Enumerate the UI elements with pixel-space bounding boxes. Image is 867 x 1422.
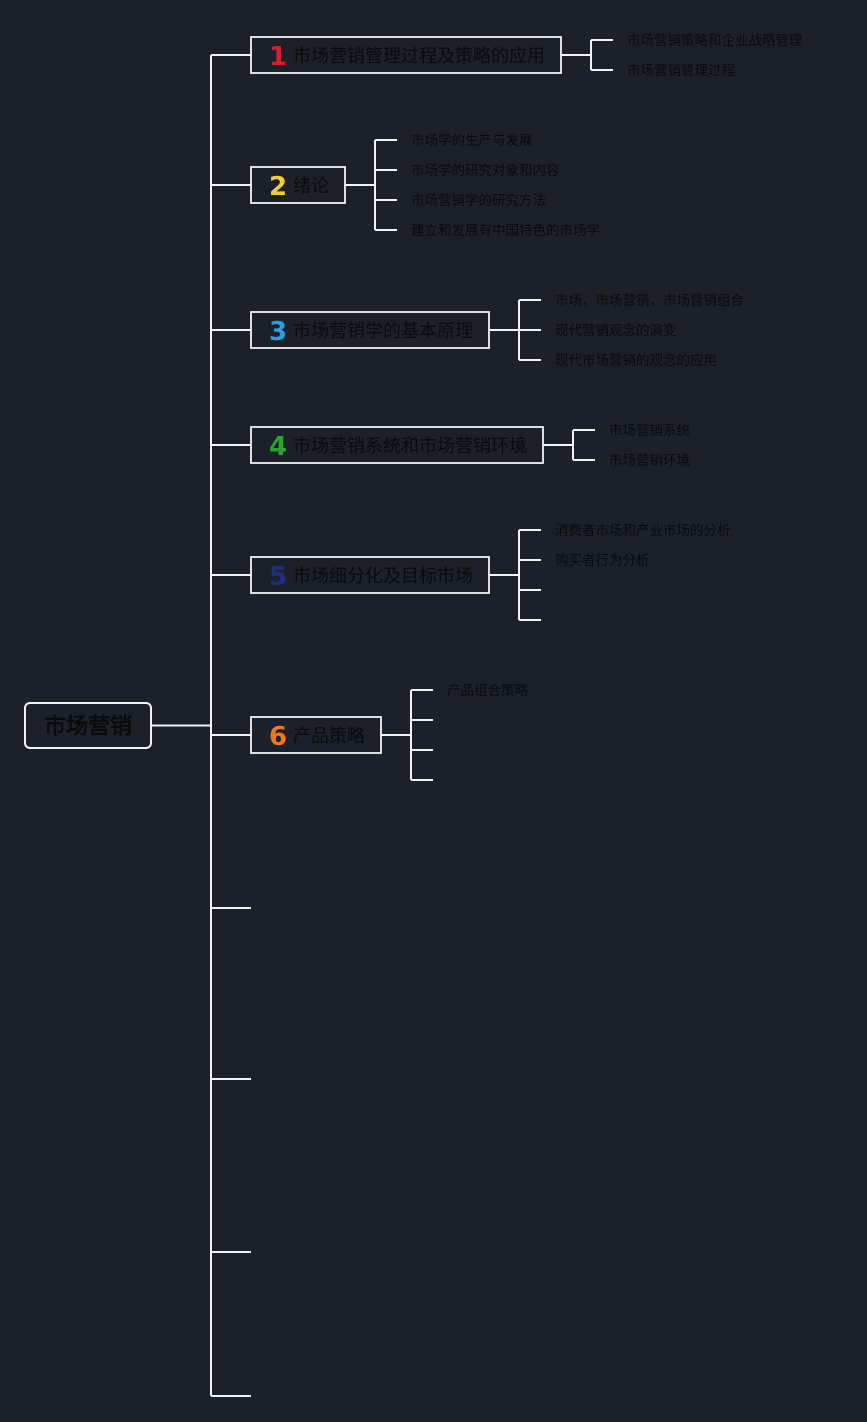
branch-node-1[interactable]: 1 市场营销管理过程及策略的应用 — [250, 36, 562, 74]
branch-label: 产品策略 — [293, 726, 365, 747]
branch-box — [250, 716, 382, 754]
leaf-label[interactable]: 市场学的研究对象和内容 — [411, 162, 560, 179]
branch-number-icon: 3 — [269, 317, 287, 347]
root-node-box — [24, 702, 152, 749]
leaf-label[interactable]: 市场，市场营销，市场营销组合 — [555, 292, 744, 309]
root-node[interactable]: 市场营销 — [24, 702, 152, 749]
root-label: 市场营销 — [44, 714, 132, 740]
nodes: 市场营销 1 市场营销管理过程及策略的应用 市场营销策略和企业战略管理市场营销管理过程… — [24, 32, 803, 754]
branch-box — [250, 311, 490, 349]
branch-node-4[interactable]: 4 市场营销系统和市场营销环境 — [250, 426, 544, 464]
branch-box — [250, 556, 490, 594]
branch-label: 市场营销系统和市场营销环境 — [293, 436, 527, 457]
branch-label: 市场细分化及目标市场 — [293, 566, 473, 587]
leaf-label[interactable]: 市场营销策略和企业战略管理 — [627, 32, 803, 49]
leaf-label[interactable]: 市场营销系统 — [609, 422, 690, 439]
leaf-label[interactable]: 市场营销学的研究方法 — [411, 192, 546, 209]
branch-number-icon: 1 — [269, 42, 287, 72]
leaf-label[interactable]: 市场学的生产与发展 — [411, 132, 533, 149]
leaf-label[interactable]: 现代市场营销的观念的应用 — [555, 352, 717, 369]
branch-node-5[interactable]: 5 市场细分化及目标市场 — [250, 556, 490, 594]
branch-label: 绪论 — [293, 176, 329, 197]
branch-number-icon: 6 — [269, 722, 287, 752]
leaf-label[interactable]: 现代营销观念的演变 — [555, 322, 677, 339]
branch-box — [250, 36, 562, 74]
leaf-label[interactable]: 市场营销管理过程 — [627, 62, 735, 79]
branch-label: 市场营销管理过程及策略的应用 — [293, 46, 545, 67]
branch-number-icon: 5 — [269, 562, 287, 592]
branch-node-2[interactable]: 2 绪论 — [250, 166, 346, 204]
branch-number-icon: 4 — [269, 432, 287, 462]
branch-number-icon: 2 — [269, 172, 287, 202]
branch-node-3[interactable]: 3 市场营销学的基本原理 — [250, 311, 490, 349]
branch-node-6[interactable]: 6 产品策略 — [250, 716, 382, 754]
leaf-label[interactable]: 建立和发展有中国特色的市场学 — [411, 222, 600, 239]
leaf-label[interactable]: 产品组合策略 — [447, 682, 528, 699]
leaf-label[interactable]: 消费者市场和产业市场的分析 — [555, 522, 731, 539]
leaf-label[interactable]: 市场营销环境 — [609, 452, 690, 469]
branch-label: 市场营销学的基本原理 — [293, 321, 473, 342]
branch-box — [250, 166, 346, 204]
branch-box — [250, 426, 544, 464]
leaf-label[interactable]: 购买者行为分析 — [555, 553, 650, 569]
connector-lines — [151, 39, 613, 1397]
